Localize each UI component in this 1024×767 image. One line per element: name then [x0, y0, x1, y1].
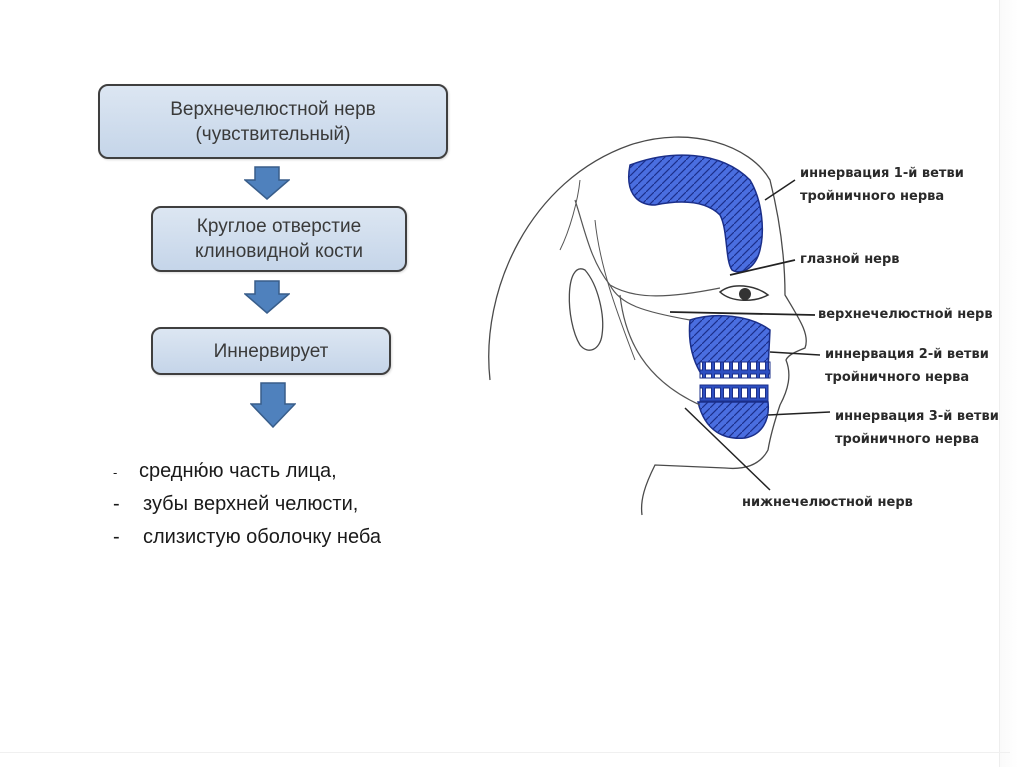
box-text: Верхнечелюстной нерв [170, 98, 376, 120]
flow-box-innervates: Иннервирует [151, 327, 391, 375]
box-text: (чувствительный) [195, 123, 351, 145]
box-text: Круглое отверстие [196, 216, 362, 237]
slide-edge [999, 0, 1018, 767]
down-arrow-icon [244, 166, 290, 200]
figure-label: иннервация 1-й ветви [800, 166, 964, 181]
flow-box-maxillary-nerve: Верхнечелюстной нерв (чувствительный) [98, 84, 448, 159]
figure-label: глазной нерв [800, 252, 900, 267]
head-anatomy-figure: иннервация 1-й ветви тройничного нерва г… [488, 136, 999, 516]
slide-edge [0, 752, 1010, 761]
leader-line [767, 411, 831, 416]
flow-box-foramen-rotundum: Круглое отверстие клиновидной кости [151, 206, 407, 272]
figure-label: верхнечелюстной нерв [818, 307, 993, 322]
box-text: клиновидной кости [195, 241, 363, 262]
innervation-area-v1 [628, 154, 764, 273]
figure-label: тройничного нерва [800, 189, 944, 204]
head-outline [488, 136, 807, 516]
nerve-branch [609, 284, 691, 321]
leader-line [764, 179, 796, 201]
innervation-area-v2 [688, 314, 771, 373]
list-item: -средню́ю часть лица, [113, 460, 337, 482]
figure-label: иннервация 2-й ветви [825, 347, 989, 362]
leader-line [669, 311, 816, 316]
leader-line [684, 407, 771, 491]
ear [568, 268, 604, 351]
nerve-branch [594, 219, 636, 361]
figure-label: иннервация 3-й ветви [835, 409, 999, 424]
list-item: -зубы верхней челюсти, [113, 493, 359, 515]
nerve-branch [559, 179, 581, 251]
down-arrow-icon [244, 280, 290, 314]
innervated-areas-list: -средню́ю часть лица, -зубы верхней челю… [113, 455, 381, 554]
nerve-branch [619, 294, 701, 406]
pupil [739, 288, 751, 300]
upper-teeth [699, 361, 771, 379]
figure-label: тройничного нерва [835, 432, 979, 447]
box-text: Иннервирует [213, 340, 329, 362]
leader-line [729, 259, 796, 276]
innervation-area-v3 [697, 401, 770, 440]
figure-label: тройничного нерва [825, 370, 969, 385]
lower-teeth [699, 384, 769, 402]
figure-label: нижнечелюстной нерв [742, 495, 913, 510]
trigeminal-nerve-trunk [574, 199, 721, 297]
leader-line [769, 351, 821, 356]
down-arrow-icon [250, 382, 296, 428]
list-item: -слизистую оболочку неба [113, 526, 381, 548]
